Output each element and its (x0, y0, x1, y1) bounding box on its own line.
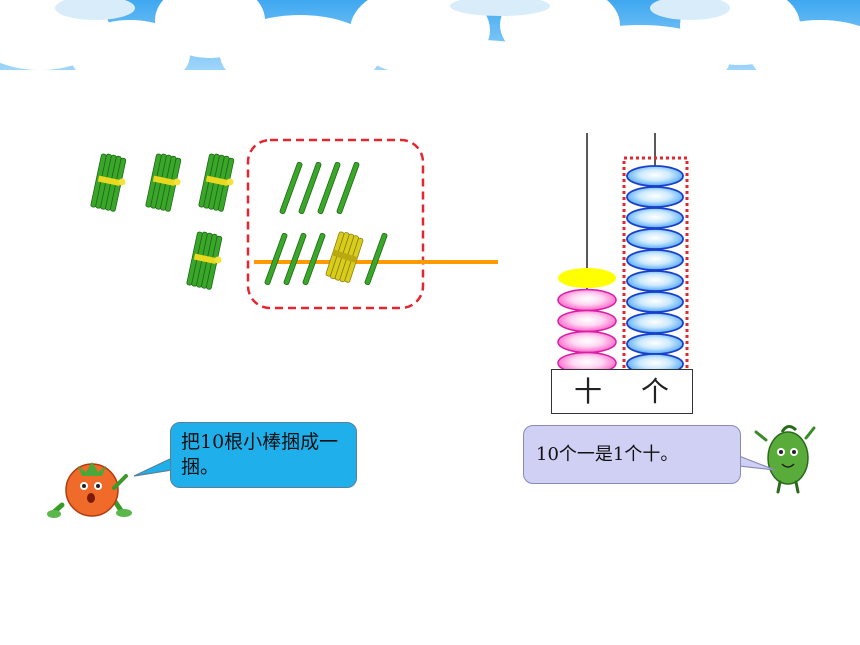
dashed-group-box (246, 138, 425, 310)
ones-bead (626, 291, 684, 313)
single-stick (279, 161, 303, 215)
tens-bead (557, 288, 617, 312)
single-stick (302, 232, 326, 286)
ones-bead (626, 228, 684, 250)
stick-bundle (198, 153, 235, 212)
tomato-character (47, 462, 132, 518)
ones-bead (626, 312, 684, 334)
ones-bead (626, 186, 684, 208)
ones-bead (626, 165, 684, 187)
single-stick (336, 161, 360, 215)
abacus-place-label-box (551, 369, 693, 414)
ones-bead (626, 249, 684, 271)
single-stick (317, 161, 341, 215)
ones-bead (626, 207, 684, 229)
ones-place-label: 个 (641, 375, 670, 408)
stick-bundle (145, 153, 182, 212)
single-stick (283, 232, 307, 286)
tens-bead (557, 330, 617, 354)
stick-bundle (186, 231, 223, 290)
single-stick (298, 161, 322, 215)
single-stick (364, 232, 388, 286)
tens-bead (557, 309, 617, 333)
speech-bubble-right: 10个一是1个十。 (523, 425, 741, 484)
pepper-character (754, 425, 816, 494)
carry-bead (558, 268, 616, 288)
bubble-tail-left (133, 457, 173, 477)
sky-background (0, 0, 860, 100)
single-stick (264, 232, 288, 286)
ones-bead (626, 333, 684, 355)
bubble-right-text: 10个一是1个十。 (536, 444, 679, 465)
bubble-left-text: 把10根小棒捆成一捆。 (181, 431, 339, 478)
speech-bubble-left: 把10根小棒捆成一捆。 (170, 422, 357, 488)
tens-place-label: 十 (574, 375, 603, 408)
new-bundle-yellow (325, 231, 364, 283)
stick-bundle (90, 153, 127, 212)
ones-bead (626, 270, 684, 292)
